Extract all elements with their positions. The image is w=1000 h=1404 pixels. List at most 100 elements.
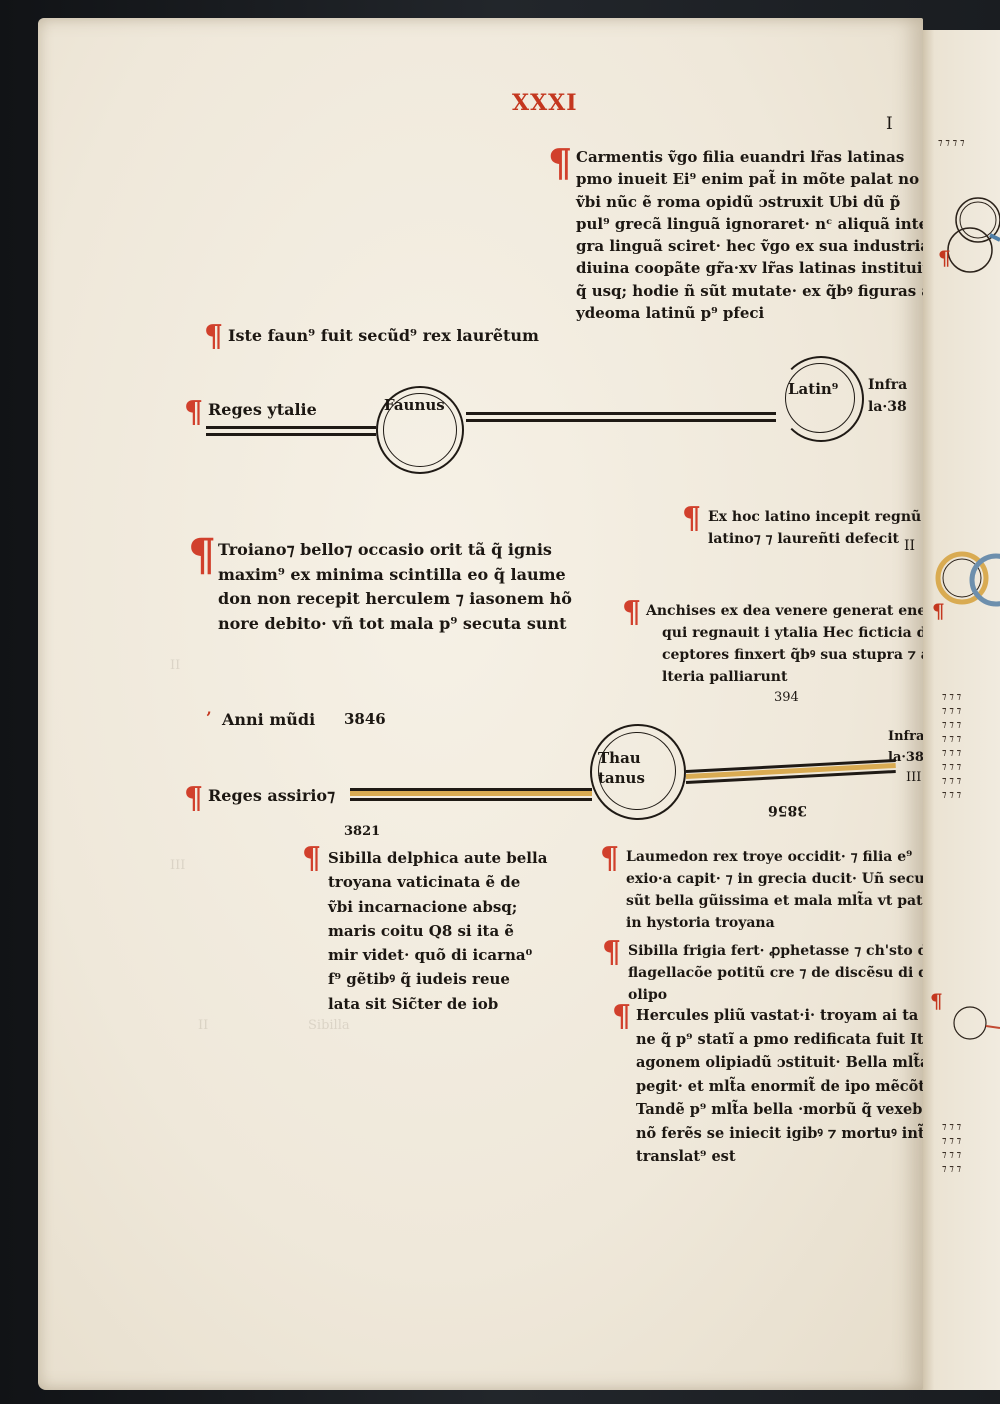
infra-word: Infra: [888, 729, 923, 744]
inverted-numeral: 3856: [768, 802, 807, 818]
text-line: diuina coopãte gr̃a·xv lr̃as latinas ins…: [576, 259, 923, 278]
ochre-line: [350, 791, 592, 796]
latinus-name: Latin⁹: [788, 380, 839, 398]
text-line: flagellacõe potitũ cre ⁊ de discẽsu di d…: [628, 965, 923, 981]
adjacent-page-drawing: ¶ ¶ ¶: [930, 197, 1000, 1040]
laumedon-paragraph: Laumedon rex troye occidit· ⁊ filia e⁹ e…: [626, 846, 923, 934]
bleed-through-mark: II: [198, 1018, 209, 1033]
text-line: sũt bella gũissima et mala mlt̃a vt pate…: [626, 893, 923, 909]
svg-text:¶: ¶: [930, 989, 943, 1013]
text-line: ydeoma latinũ p⁹ pfeci: [576, 304, 765, 323]
text-line: exio·a capit· ⁊ in grecia ducit· Uñ secu…: [626, 871, 923, 887]
faunus-name: Faunus: [384, 396, 445, 414]
svg-text:¶: ¶: [938, 246, 951, 270]
genealogy-line: [350, 798, 592, 801]
troiano-paragraph: Troiano⁊ bello⁊ occasio orit tã q̃ ignis…: [218, 538, 572, 636]
text-line: f⁹ gẽtibꝰ q̃ iudeis reue: [328, 970, 510, 989]
text-line: troyana vaticinata ẽ de: [328, 873, 521, 892]
text-line: agonem olipiadũ ɔstituit· Bella mlt̃a: [636, 1054, 923, 1071]
text-line: ṽbi nũc ẽ roma opidũ ɔstruxit Ubi dũ p̃: [576, 192, 901, 211]
text-line: maxim⁹ ex minima scintilla eo q̃ laume: [218, 564, 566, 584]
text-line: Sibilla delphica aute bella: [328, 849, 548, 867]
genealogy-line: [350, 788, 592, 791]
ex-hoc-paragraph: Ex hoc latino incepit regnũ latino⁊ ⁊ la…: [708, 506, 921, 550]
pilcrow-icon: ¶: [188, 530, 216, 581]
faunus-roundel: [376, 386, 464, 474]
text-line: Anchises ex dea venere generat eneã: [646, 603, 923, 619]
hercules-paragraph: Hercules pliũ vastat·i· troyam ai ta ne …: [636, 1004, 923, 1169]
genealogy-line: [206, 426, 376, 429]
text-line: lata sit Sic̃ter de iob: [328, 994, 499, 1013]
reges-ytalie-label: Reges ytalie: [208, 400, 317, 419]
pilcrow-icon: ¶: [602, 935, 622, 970]
text-line: lteria palliarunt: [662, 669, 788, 685]
tick-mark: ’: [206, 708, 212, 727]
text-line: Carmentis ṽgo filia euandri lr̃as latina…: [576, 148, 905, 166]
infra-note: Infra la·38: [868, 374, 918, 418]
text-line: qui regnauit i ytalia Hec ficticia de: [662, 625, 923, 641]
text-line: Troiano⁊ bello⁊ occasio orit tã q̃ ignis: [218, 540, 552, 559]
text-line: pul⁹ grecã linguã ignoraret· nᶜ aliquã i…: [576, 214, 923, 233]
text-line: olipo: [628, 987, 668, 1003]
pilcrow-icon: ¶: [612, 999, 632, 1034]
thautanus-roundel: [590, 724, 686, 820]
text-line: pegit· et mlt̃a enormit̃ de ipo mẽcõtur: [636, 1077, 923, 1095]
text-line: Hercules pliũ vastat·i· troyam ai ta: [636, 1007, 919, 1024]
adjacent-text: ⁊ ⁊ ⁊⁊ ⁊ ⁊⁊ ⁊ ⁊⁊ ⁊ ⁊: [942, 1122, 962, 1174]
pilcrow-icon: ¶: [682, 501, 702, 536]
reges-assirio-label: Reges assirio⁊: [208, 786, 336, 805]
pilcrow-icon: ¶: [548, 140, 573, 185]
text-line: Ex hoc latino incepit regnũ: [708, 509, 922, 525]
pilcrow-icon: ¶: [622, 595, 642, 630]
latinus-roundel: [778, 356, 864, 442]
folio-number: XXXI: [512, 90, 578, 116]
infra-word: Infra: [868, 377, 908, 393]
numeral-annotation: 394: [774, 690, 799, 705]
numeral-annotation: 3821: [344, 824, 381, 839]
faunus-roundel-inner: [383, 393, 457, 467]
sibilla-delphica-paragraph: Sibilla delphica aute bella troyana vati…: [328, 846, 547, 1016]
thautanus-second: tanus: [598, 769, 645, 787]
text-line: pmo inueit Ei⁹ enim pat̃ in mõte palat n…: [576, 170, 920, 189]
text-line: Sibilla frigia fert· ꝓphetasse ⁊ ch'sto …: [628, 943, 923, 959]
infra-number: la·38: [868, 399, 907, 415]
pilcrow-icon: ¶: [302, 841, 322, 876]
text-line: ṽbi incarnacione absq;: [328, 897, 518, 916]
genealogy-line: [466, 419, 776, 422]
pilcrow-icon: ¶: [184, 781, 204, 816]
bleed-through-mark: II: [170, 658, 181, 673]
pilcrow-icon: ¶: [204, 319, 224, 354]
text-line: in hystoria troyana: [626, 915, 775, 931]
anni-mundi-label: Anni mũdi: [222, 710, 316, 729]
thautanus-first: Thau: [598, 749, 641, 767]
svg-text:¶: ¶: [932, 599, 945, 623]
text-line: nõ ferẽs se iniecit igibꝰ ⁊ mortuꝰ int̃ …: [636, 1124, 923, 1142]
text-line: gra linguã sciret· hec ṽgo ex sua indust…: [576, 237, 923, 256]
bleed-through-mark: III: [170, 858, 186, 873]
thautanus-roundel-inner: [598, 732, 676, 810]
iste-faunus-note: Iste faun⁹ fuit secũd⁹ rex laurẽtum: [228, 326, 539, 345]
text-line: Laumedon rex troye occidit· ⁊ filia e⁹: [626, 849, 913, 865]
text-line: translat⁹ est: [636, 1148, 736, 1165]
margin-mark-i: I: [886, 114, 893, 134]
pilcrow-icon: ¶: [184, 395, 204, 430]
adjacent-text: ⁊ ⁊ ⁊ ⁊: [938, 138, 965, 148]
bleed-through-mark: Sibilla: [308, 1018, 350, 1033]
infra-note: Infra la·38: [888, 726, 923, 768]
adjacent-text: ⁊ ⁊ ⁊⁊ ⁊ ⁊⁊ ⁊ ⁊⁊ ⁊ ⁊⁊ ⁊ ⁊⁊ ⁊ ⁊⁊ ⁊ ⁊⁊ ⁊ ⁊: [942, 692, 962, 800]
margin-mark-ii: II: [904, 538, 916, 554]
manuscript-page: II III Sibilla II XXXI I ¶ Carmentis ṽgo…: [38, 18, 923, 1390]
sibilla-frigia-paragraph: Sibilla frigia fert· ꝓphetasse ⁊ ch'sto …: [628, 940, 923, 1006]
text-line: mir videt· quõ di icarna⁰: [328, 946, 533, 965]
text-line: nore debito· vñ tot mala p⁹ secuta sunt: [218, 613, 567, 633]
text-line: Tandẽ p⁹ mlt̃a bella ·morbũ q̃ vexebat: [636, 1101, 923, 1118]
genealogy-line: [206, 433, 376, 436]
text-line: latino⁊ ⁊ laureñti defecit: [708, 531, 899, 547]
text-line: don non recepit herculem ⁊ iasonem hõ: [218, 589, 572, 608]
text-line: ne q̃ p⁹ statĩ a pmo redificata fuit Ite: [636, 1030, 923, 1048]
carmentis-paragraph: Carmentis ṽgo filia euandri lr̃as latina…: [576, 146, 923, 324]
year-numeral: 3846: [344, 710, 386, 728]
pilcrow-icon: ¶: [600, 841, 620, 876]
text-line: q̃ usq; hodie ñ sũt mutate· ex q̃bꝰ figu…: [576, 281, 923, 300]
latinus-roundel-inner: [785, 363, 855, 433]
